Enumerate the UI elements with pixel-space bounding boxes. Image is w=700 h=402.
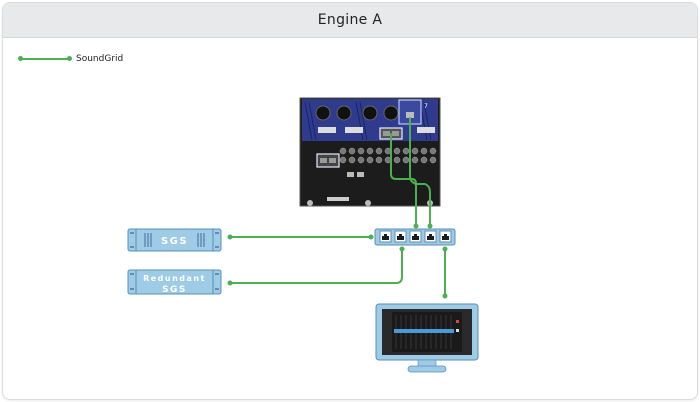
engine-rj45-port-icon	[329, 158, 336, 163]
engine-dvi-port-2	[345, 127, 363, 133]
redundant-sgs-device[interactable]: Redundant SGS	[127, 269, 222, 295]
connection-engine-switch-2[interactable]	[409, 117, 431, 227]
redundant-sgs-label-line1: Redundant	[143, 274, 206, 283]
rj45-jack-icon	[382, 234, 389, 240]
engine-rj45-port-icon	[392, 131, 399, 136]
connection-endpoints	[227, 223, 448, 299]
engine-vents	[304, 101, 432, 141]
connection-dot	[413, 223, 419, 229]
engine-rj45-port-icon	[320, 158, 327, 163]
switch-ports	[379, 230, 452, 243]
mixer-indicator	[456, 320, 459, 323]
legend-soundgrid-label: SoundGrid	[76, 54, 124, 64]
mixer-indicator	[456, 329, 459, 332]
rj45-jack-icon	[442, 234, 449, 240]
engine-left-port-highlight	[316, 153, 340, 168]
connection-dot	[368, 234, 374, 240]
monitor-stand-base	[407, 365, 447, 373]
legend-soundgrid-line-icon	[18, 56, 72, 61]
redundant-sgs-body	[127, 269, 222, 295]
sgs-rack-screw	[130, 246, 134, 248]
connection-engine-switch-1[interactable]	[390, 133, 417, 227]
header-bar: Engine A	[3, 3, 697, 38]
host-monitor[interactable]	[375, 303, 479, 373]
engine-power-connectors	[315, 105, 399, 121]
engine-dvi-port-3	[417, 127, 435, 133]
sgs-label: SGS	[161, 236, 188, 247]
soundgrid-connections	[229, 117, 446, 297]
sgs-rack-screw	[130, 232, 134, 234]
engine-brand-mark: 7	[424, 103, 428, 110]
connection-dot	[227, 280, 233, 286]
connection-redundant-sgs-switch[interactable]	[229, 248, 403, 284]
engine-bnc-connectors	[339, 147, 437, 164]
sgs-vent-lines	[144, 233, 205, 247]
engine-aux-port	[347, 172, 354, 177]
mixer-selected-strip	[394, 329, 454, 333]
redundant-sgs-rack-screw	[130, 273, 134, 275]
rj45-jack-icon	[412, 234, 419, 240]
engine-foot	[365, 200, 371, 206]
engine-label-plate	[327, 197, 349, 201]
redundant-sgs-rack-screw	[215, 273, 219, 275]
connection-dot	[427, 223, 433, 229]
connection-dot	[442, 293, 448, 299]
rj45-jack-icon	[397, 234, 404, 240]
engine-usb-port-icon	[406, 112, 414, 118]
engine-foot	[307, 200, 313, 206]
redundant-sgs-rack-screw	[215, 288, 219, 290]
page-title: Engine A	[317, 12, 383, 28]
redundant-sgs-label-line2: SGS	[162, 285, 187, 295]
sgs-device[interactable]: SGS	[127, 228, 222, 252]
rj45-jack-icon	[427, 234, 434, 240]
engine-rj45-port-icon	[383, 131, 390, 136]
connection-dot	[227, 234, 233, 240]
connection-dot	[399, 246, 405, 252]
engine-device[interactable]: 7	[299, 97, 441, 207]
engine-aux-port	[357, 172, 364, 177]
network-switch[interactable]	[374, 228, 456, 246]
engine-dvi-port-1	[318, 127, 336, 133]
sgs-rack-screw	[215, 246, 219, 248]
legend: SoundGrid	[18, 54, 124, 64]
connection-dot	[442, 246, 448, 252]
redundant-sgs-rack-screw	[130, 288, 134, 290]
sgs-rack-screw	[215, 232, 219, 234]
